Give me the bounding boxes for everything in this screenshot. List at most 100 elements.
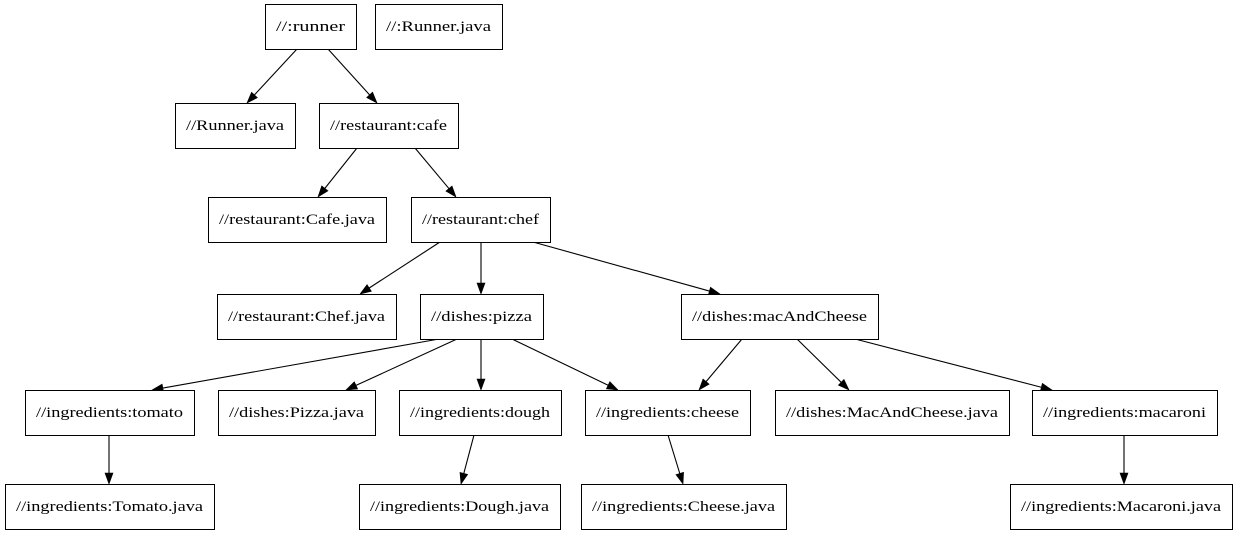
edge-line xyxy=(532,241,710,292)
node-label: //dishes:Pizza.java xyxy=(229,405,364,421)
edge-line xyxy=(796,338,842,383)
edge-arrowhead xyxy=(359,284,372,295)
edge-line xyxy=(327,48,371,96)
node-label: //dishes:macAndCheese xyxy=(692,309,867,325)
graph-node-dishes_mac[interactable]: //dishes:macAndCheese xyxy=(681,294,879,340)
edge-restaurant_cafe-to-restaurant_chef xyxy=(414,147,457,198)
graph-node-ing_macaroni[interactable]: //ingredients:macaroni xyxy=(1032,390,1218,436)
edge-arrowhead xyxy=(476,378,486,391)
edge-arrowhead xyxy=(605,381,619,391)
edge-restaurant_chef-to-chef_java xyxy=(359,241,441,295)
node-box xyxy=(217,294,397,340)
edge-line xyxy=(355,338,458,386)
node-label: //ingredients:tomato xyxy=(36,405,183,421)
graph-node-macaroni_java[interactable]: //ingredients:Macaroni.java xyxy=(1010,484,1233,530)
node-label: //ingredients:cheese xyxy=(596,405,739,421)
node-label: //ingredients:Macaroni.java xyxy=(1021,499,1221,515)
node-box xyxy=(1032,390,1218,436)
edge-line xyxy=(511,338,609,386)
graph-node-runner_java_colon[interactable]: //:Runner.java xyxy=(375,4,503,50)
graph-node-restaurant_cafe[interactable]: //restaurant:cafe xyxy=(319,103,459,149)
node-box xyxy=(208,197,387,243)
graph-node-cheese_java[interactable]: //ingredients:Cheese.java xyxy=(581,484,787,530)
edge-line xyxy=(368,241,441,289)
edge-arrowhead xyxy=(698,378,710,391)
node-box xyxy=(175,103,296,149)
nodes-layer: //:runner //:Runner.java //Runner.java //re… xyxy=(5,4,1233,530)
edge-arrowhead xyxy=(246,91,258,104)
edge-arrowhead xyxy=(707,286,721,296)
node-box xyxy=(681,294,879,340)
graph-node-dishes_pizza[interactable]: //dishes:pizza xyxy=(420,294,544,340)
edge-line xyxy=(414,147,450,189)
edge-arrowhead xyxy=(1039,382,1053,392)
node-label: //dishes:pizza xyxy=(431,309,532,325)
graph-node-runner_java[interactable]: //Runner.java xyxy=(175,103,296,149)
node-label: //restaurant:cafe xyxy=(330,118,447,134)
edge-arrowhead xyxy=(837,378,850,391)
edge-ing_macaroni-to-macaroni_java xyxy=(1119,435,1129,485)
edge-ing_cheese-to-cheese_java xyxy=(667,434,684,485)
edge-arrowhead xyxy=(476,282,486,295)
edge-ing_tomato-to-tomato_java xyxy=(104,435,114,485)
node-label: //:runner xyxy=(276,19,345,35)
graph-node-ing_dough[interactable]: //ingredients:dough xyxy=(399,390,562,436)
graph-node-ing_cheese[interactable]: //ingredients:cheese xyxy=(585,390,751,436)
node-label: //:Runner.java xyxy=(386,19,491,35)
edge-dishes_mac-to-ing_macaroni xyxy=(854,338,1053,392)
edge-line xyxy=(162,338,440,389)
node-label: //Runner.java xyxy=(186,118,284,134)
node-label: //ingredients:macaroni xyxy=(1043,405,1206,421)
node-box xyxy=(319,103,459,149)
edge-arrowhead xyxy=(1119,472,1129,485)
node-label: //ingredients:dough xyxy=(410,405,551,421)
edge-dishes_mac-to-ing_cheese xyxy=(698,338,743,391)
node-box xyxy=(359,484,561,530)
graph-node-runner[interactable]: //:runner xyxy=(265,4,357,50)
graph-node-pizza_java[interactable]: //dishes:Pizza.java xyxy=(218,390,376,436)
graph-node-cafe_java[interactable]: //restaurant:Cafe.java xyxy=(208,197,387,243)
node-box xyxy=(375,4,503,50)
node-box xyxy=(1010,484,1233,530)
node-box xyxy=(585,390,751,436)
edge-arrowhead xyxy=(317,185,329,198)
edge-line xyxy=(463,434,475,474)
edge-arrowhead xyxy=(459,471,469,485)
node-label: //dishes:MacAndCheese.java xyxy=(786,405,998,421)
edge-arrowhead xyxy=(675,471,684,485)
graph-node-tomato_java[interactable]: //ingredients:Tomato.java xyxy=(5,484,215,530)
edge-arrowhead xyxy=(366,91,378,104)
graph-node-restaurant_chef[interactable]: //restaurant:chef xyxy=(411,197,551,243)
edge-line xyxy=(324,147,358,189)
graph-node-ing_tomato[interactable]: //ingredients:tomato xyxy=(25,390,195,436)
edge-runner-to-runner_java xyxy=(246,48,298,104)
graph-node-chef_java[interactable]: //restaurant:Chef.java xyxy=(217,294,397,340)
edge-restaurant_cafe-to-cafe_java xyxy=(317,147,358,198)
node-box xyxy=(265,4,357,50)
node-box xyxy=(411,197,551,243)
edge-arrowhead xyxy=(104,472,114,485)
edge-dishes_pizza-to-ing_dough xyxy=(476,339,486,391)
node-label: //restaurant:chef xyxy=(422,212,539,228)
edge-dishes_mac-to-mac_java xyxy=(796,338,850,391)
edge-ing_dough-to-dough_java xyxy=(459,434,475,485)
node-box xyxy=(399,390,562,436)
edge-restaurant_chef-to-dishes_pizza xyxy=(476,242,486,295)
edge-line xyxy=(854,338,1042,388)
node-label: //ingredients:Tomato.java xyxy=(16,499,203,515)
edge-restaurant_chef-to-dishes_mac xyxy=(532,241,721,296)
graph-node-dough_java[interactable]: //ingredients:Dough.java xyxy=(359,484,561,530)
node-box xyxy=(581,484,787,530)
node-box xyxy=(5,484,215,530)
edges-layer xyxy=(104,48,1129,485)
graph-node-mac_java[interactable]: //dishes:MacAndCheese.java xyxy=(775,390,1010,436)
edge-dishes_pizza-to-pizza_java xyxy=(345,338,458,391)
edge-line xyxy=(667,434,681,474)
edge-line xyxy=(254,48,298,96)
node-box xyxy=(420,294,544,340)
node-label: //restaurant:Cafe.java xyxy=(219,212,375,228)
edge-line xyxy=(705,338,743,382)
edge-runner-to-restaurant_cafe xyxy=(327,48,378,104)
